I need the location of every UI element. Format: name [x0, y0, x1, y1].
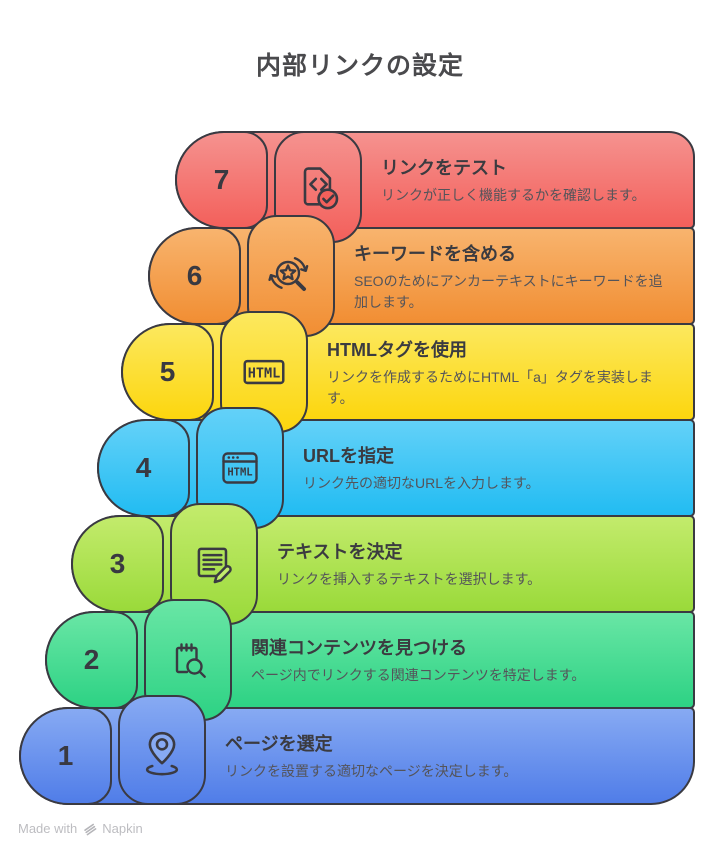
step-row-1: 1 ページを選定 リンクを設置する適切なページを決定します。	[19, 695, 695, 805]
step-number: 4	[135, 452, 152, 483]
text-edit-icon	[197, 547, 232, 584]
step-row-6: 6 キーワードを含める SEOのためにアンカーテキストにキーワードを追加します。	[148, 215, 695, 337]
step-text: キーワードを含める SEOのためにアンカーテキストにキーワードを追加します。	[354, 227, 675, 325]
step-description: リンクが正しく機能するかを確認します。	[381, 187, 646, 204]
step-number: 2	[83, 644, 100, 675]
step-number: 7	[213, 164, 230, 195]
step-number-capsule: 2	[45, 611, 138, 709]
step-title: 関連コンテンツを見つける	[251, 638, 467, 659]
step-number-capsule: 6	[148, 227, 241, 325]
step-title: HTMLタグを使用	[327, 340, 467, 361]
step-text: HTMLタグを使用 リンクを作成するためにHTML「a」タグを実装します。	[327, 323, 675, 421]
step-title: ページを選定	[225, 734, 333, 755]
step-text: 関連コンテンツを見つける ページ内でリンクする関連コンテンツを特定します。	[251, 611, 675, 709]
step-description: リンクを設置する適切なページを決定します。	[225, 763, 518, 780]
step-row-7: 7 リンクをテスト リンクが正しく機能するかを確認します。	[175, 131, 695, 243]
step-title: テキストを決定	[277, 542, 403, 563]
step-description: ページ内でリンクする関連コンテンツを特定します。	[251, 667, 586, 684]
made-with-label: Made with	[18, 821, 78, 836]
step-row-4: 4 HTML URLを指定 リンク先の適切なURLを入力します。	[97, 407, 695, 529]
step-title: リンクをテスト	[381, 158, 507, 179]
step-text: リンクをテスト リンクが正しく機能するかを確認します。	[381, 131, 675, 229]
file-code-check-icon	[303, 167, 339, 210]
svg-text:HTML: HTML	[227, 467, 252, 479]
footer-credit: Made with Napkin	[18, 821, 143, 836]
step-number: 1	[57, 740, 74, 771]
step-text: ページを選定 リンクを設置する適切なページを決定します。	[225, 707, 675, 805]
browser-url-icon: HTML	[222, 452, 258, 484]
step-number: 5	[159, 356, 176, 387]
step-row-3: 3 テキストを決定 リンクを挿入するテキストを選択します。	[71, 503, 695, 625]
step-number-capsule: 5	[121, 323, 214, 421]
step-number-capsule: 1	[19, 707, 112, 805]
step-icon-capsule	[118, 695, 206, 805]
step-number: 6	[186, 260, 203, 291]
brand-label: Napkin	[102, 821, 143, 836]
step-description: リンクを挿入するテキストを選択します。	[277, 571, 542, 588]
step-number-capsule: 4	[97, 419, 190, 517]
html-tag-icon: HTML	[243, 359, 285, 385]
step-description: SEOのためにアンカーテキストにキーワードを追加します。	[354, 273, 663, 310]
keyword-search-icon	[268, 257, 309, 291]
step-row-2: 2 関連コンテンツを見つける ページ内でリンクする関連コンテンツを特定します。	[45, 599, 695, 721]
page-title: 内部リンクの設定	[255, 52, 464, 80]
step-number-capsule: 7	[175, 131, 268, 229]
step-row-5: 5 HTML HTMLタグを使用 リンクを作成するためにHTML「a」タグを実装…	[121, 311, 695, 433]
step-description: リンクを作成するためにHTML「a」タグを実装します。	[327, 369, 653, 406]
napkin-logo-icon	[82, 822, 97, 836]
step-title: URLを指定	[303, 446, 394, 467]
step-text: URLを指定 リンク先の適切なURLを入力します。	[303, 419, 675, 517]
step-number-capsule: 3	[71, 515, 164, 613]
step-text: テキストを決定 リンクを挿入するテキストを選択します。	[277, 515, 675, 613]
step-description: リンク先の適切なURLを入力します。	[303, 475, 540, 492]
content-search-icon	[175, 643, 206, 678]
step-number: 3	[109, 548, 126, 579]
step-title: キーワードを含める	[354, 244, 516, 265]
location-pin-icon	[145, 731, 179, 776]
svg-text:HTML: HTML	[248, 366, 281, 382]
